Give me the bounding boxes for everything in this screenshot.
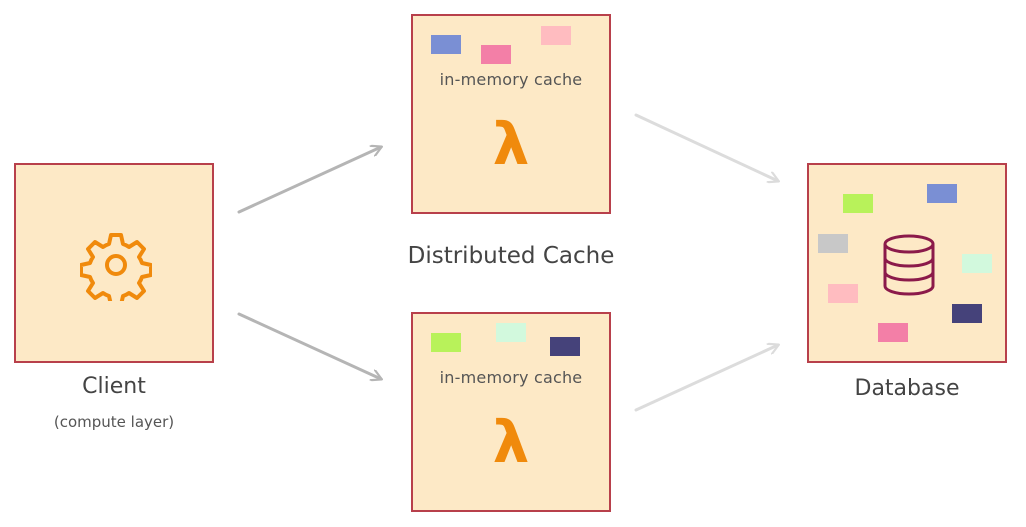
client-node bbox=[14, 163, 214, 363]
cache-item bbox=[496, 323, 526, 342]
arrow-lambda-top-to-database bbox=[634, 113, 778, 181]
arrow-lambda-bottom-to-database bbox=[634, 345, 778, 412]
database-label: Database bbox=[854, 376, 960, 401]
arrow-client-to-lambda-bottom bbox=[237, 312, 381, 379]
db-item bbox=[962, 254, 992, 273]
lambda-icon: λ bbox=[492, 110, 530, 178]
db-item bbox=[878, 323, 908, 342]
lambda-icon: λ bbox=[492, 408, 530, 476]
client-label: Client bbox=[82, 374, 146, 399]
gear-icon bbox=[80, 233, 152, 301]
db-item bbox=[927, 184, 957, 203]
db-item bbox=[828, 284, 858, 303]
database-icon bbox=[883, 234, 935, 296]
lambda-node-top: in-memory cache λ bbox=[411, 14, 611, 214]
cache-item bbox=[431, 333, 461, 352]
in-memory-cache-label: in-memory cache bbox=[439, 368, 583, 387]
db-item bbox=[843, 194, 873, 213]
in-memory-cache-label: in-memory cache bbox=[439, 70, 583, 89]
client-sublabel: (compute layer) bbox=[53, 413, 175, 431]
arrow-client-to-lambda-top bbox=[237, 147, 381, 214]
cache-item bbox=[431, 35, 461, 54]
lambda-node-bottom: in-memory cache λ bbox=[411, 312, 611, 512]
cache-item bbox=[481, 45, 511, 64]
database-node bbox=[807, 163, 1007, 363]
cache-item bbox=[541, 26, 571, 45]
distributed-cache-label: Distributed Cache bbox=[407, 243, 615, 269]
db-item bbox=[818, 234, 848, 253]
cache-item bbox=[550, 337, 580, 356]
db-item bbox=[952, 304, 982, 323]
